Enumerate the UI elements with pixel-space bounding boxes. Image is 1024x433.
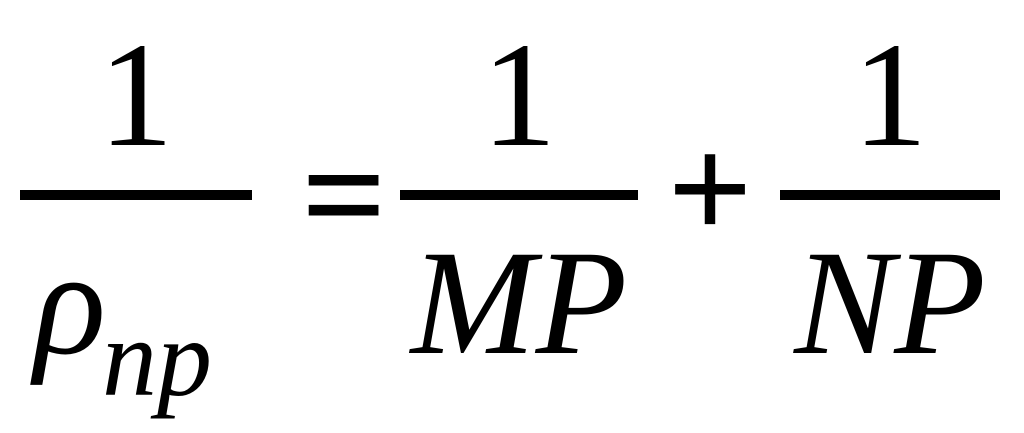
fraction3-numerator: 1 — [852, 12, 928, 178]
fraction2-bar — [400, 190, 638, 200]
equals-sign: = — [301, 112, 387, 278]
fraction1-denominator: ρnp — [20, 228, 252, 419]
fraction1-bar — [20, 190, 252, 200]
fraction3-denominator: NP — [794, 220, 986, 386]
fraction1-numerator: 1 — [98, 12, 174, 178]
plus-sign: + — [667, 106, 753, 272]
rho-subscript: np — [102, 297, 212, 419]
fraction3-bar — [780, 190, 1000, 200]
fraction2-denominator: MP — [410, 220, 628, 386]
fraction2-numerator: 1 — [481, 12, 557, 178]
rho-symbol: ρ — [34, 220, 106, 386]
